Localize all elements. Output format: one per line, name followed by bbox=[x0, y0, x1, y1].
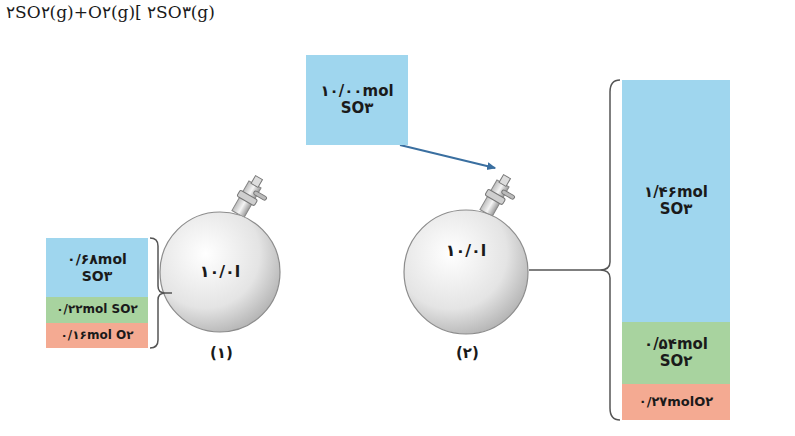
flask-volume: ۱۰/۰l bbox=[414, 168, 518, 334]
arrow bbox=[400, 145, 495, 168]
bracket bbox=[150, 238, 165, 348]
equation-title: ۲SO۲(g)+O۲(g)[ ۲SO۳(g) bbox=[6, 2, 215, 22]
amount-box: ۰/۵۴mol SO۲ bbox=[622, 322, 730, 384]
node-text: ۱۰/۰l bbox=[200, 263, 241, 281]
node-text: ۰/۵۴mol SO۲ bbox=[626, 336, 726, 371]
flask bbox=[160, 173, 280, 332]
amount-box: ۰/۲۷molO۲ bbox=[622, 384, 730, 420]
amount-box: ۱۰/۰۰mol SO۳ bbox=[306, 55, 408, 145]
leader-line bbox=[529, 269, 600, 271]
bracket bbox=[600, 80, 620, 420]
node-text: ۰/۶۸mol SO۳ bbox=[50, 251, 144, 283]
flask-volume: ۱۰/۰l bbox=[170, 222, 270, 322]
node-text: ۱۰/۰۰mol SO۳ bbox=[310, 83, 404, 118]
amount-box: ۰/۱۶mol O۲ bbox=[46, 323, 148, 348]
node-text: ۱۰/۰l bbox=[446, 242, 487, 260]
flask bbox=[404, 172, 528, 334]
node-text: ۰/۱۶mol O۲ bbox=[61, 329, 134, 343]
amount-box: ۱/۴۶mol SO۳ bbox=[622, 80, 730, 322]
flask-number: (۲) bbox=[456, 344, 479, 362]
flask-number: (۱) bbox=[210, 344, 233, 362]
amount-box: ۰/۲۲mol SO۲ bbox=[46, 297, 148, 323]
node-text: ۱/۴۶mol SO۳ bbox=[626, 184, 726, 219]
node-text: ۰/۲۲mol SO۲ bbox=[56, 303, 138, 317]
amount-box: ۰/۶۸mol SO۳ bbox=[46, 238, 148, 297]
node-text: ۰/۲۷molO۲ bbox=[639, 395, 713, 410]
leader-line bbox=[165, 292, 172, 294]
